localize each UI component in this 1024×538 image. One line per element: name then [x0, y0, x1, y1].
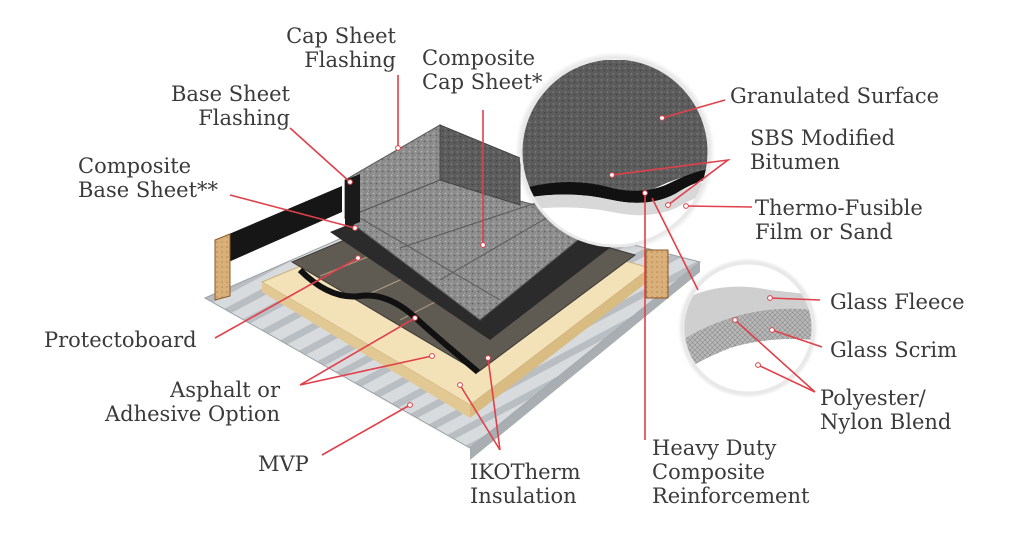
label-line: Cap Sheet*	[422, 70, 543, 94]
cap-sheet-layer	[343, 124, 602, 321]
label-heavy-duty-reinforcement: Heavy Duty Composite Reinforcement	[652, 436, 832, 508]
label-line: SBS Modified	[750, 126, 896, 150]
label-mvp: MVP	[258, 452, 338, 476]
leader-composite-base-sheet	[229, 194, 356, 229]
leader-asphalt-adhesive	[299, 317, 433, 386]
label-cap-sheet-flashing: Cap Sheet Flashing	[252, 24, 396, 72]
label-line: Composite	[652, 460, 766, 484]
label-line: Glass Scrim	[830, 338, 958, 362]
label-line: Asphalt or	[170, 378, 280, 402]
cap-sheet-magnifier	[515, 52, 715, 252]
label-protectoboard: Protectoboard	[44, 328, 224, 352]
leader-granulated-surface	[661, 99, 726, 119]
label-base-sheet-flashing: Base Sheet Flashing	[140, 82, 290, 130]
label-line: Base Sheet**	[78, 178, 219, 202]
label-line: Glass Fleece	[830, 290, 965, 314]
label-line: Composite	[422, 46, 536, 70]
label-line: Heavy Duty	[652, 436, 777, 460]
leader-dots	[347, 115, 775, 408]
label-thermo-fusible: Thermo-Fusible Film or Sand	[755, 196, 955, 244]
leader-ikotherm	[459, 357, 501, 451]
label-glass-fleece: Glass Fleece	[830, 290, 990, 314]
leader-glass-fleece	[769, 297, 821, 301]
leader-sbs-bitumen	[611, 158, 731, 206]
label-line: Insulation	[470, 484, 577, 508]
label-line: Reinforcement	[652, 484, 810, 508]
label-sbs-modified-bitumen: SBS Modified Bitumen	[750, 126, 940, 174]
label-line: Film or Sand	[755, 220, 893, 244]
leader-glass-scrim	[771, 329, 823, 348]
label-line: Adhesive Option	[104, 402, 280, 426]
label-ikotherm-insulation: IKOTherm Insulation	[470, 460, 610, 508]
leader-lines	[214, 75, 823, 456]
label-line: MVP	[258, 452, 309, 476]
label-polyester-nylon: Polyester/ Nylon Blend	[820, 386, 990, 434]
label-glass-scrim: Glass Scrim	[830, 338, 990, 362]
label-line: Flashing	[304, 48, 396, 72]
leader-heavy-duty-to-detail	[651, 197, 699, 291]
label-line: Nylon Blend	[820, 410, 952, 434]
label-line: Bitumen	[750, 150, 840, 174]
label-line: Thermo-Fusible	[755, 196, 923, 220]
label-composite-cap-sheet: Composite Cap Sheet*	[422, 46, 572, 94]
label-line: Flashing	[198, 106, 290, 130]
label-granulated-surface: Granulated Surface	[730, 84, 970, 108]
leader-protectoboard	[214, 257, 359, 339]
label-line: Protectoboard	[44, 328, 197, 352]
leader-mvp	[321, 404, 411, 456]
leader-thermo-fusible	[685, 205, 753, 208]
label-line: Base Sheet	[170, 82, 290, 106]
label-line: Composite	[78, 154, 192, 178]
reinforcement-magnifier	[678, 258, 818, 398]
label-line: IKOTherm	[470, 460, 581, 484]
label-line: Granulated Surface	[730, 84, 940, 108]
label-line: Cap Sheet	[286, 24, 396, 48]
leader-polyester-nylon	[734, 319, 816, 393]
label-line: Polyester/	[820, 386, 926, 410]
label-composite-base-sheet: Composite Base Sheet**	[78, 154, 258, 202]
leader-base-sheet-flashing	[289, 127, 351, 183]
parapet-wall	[214, 186, 669, 301]
label-asphalt-adhesive: Asphalt or Adhesive Option	[70, 378, 280, 426]
